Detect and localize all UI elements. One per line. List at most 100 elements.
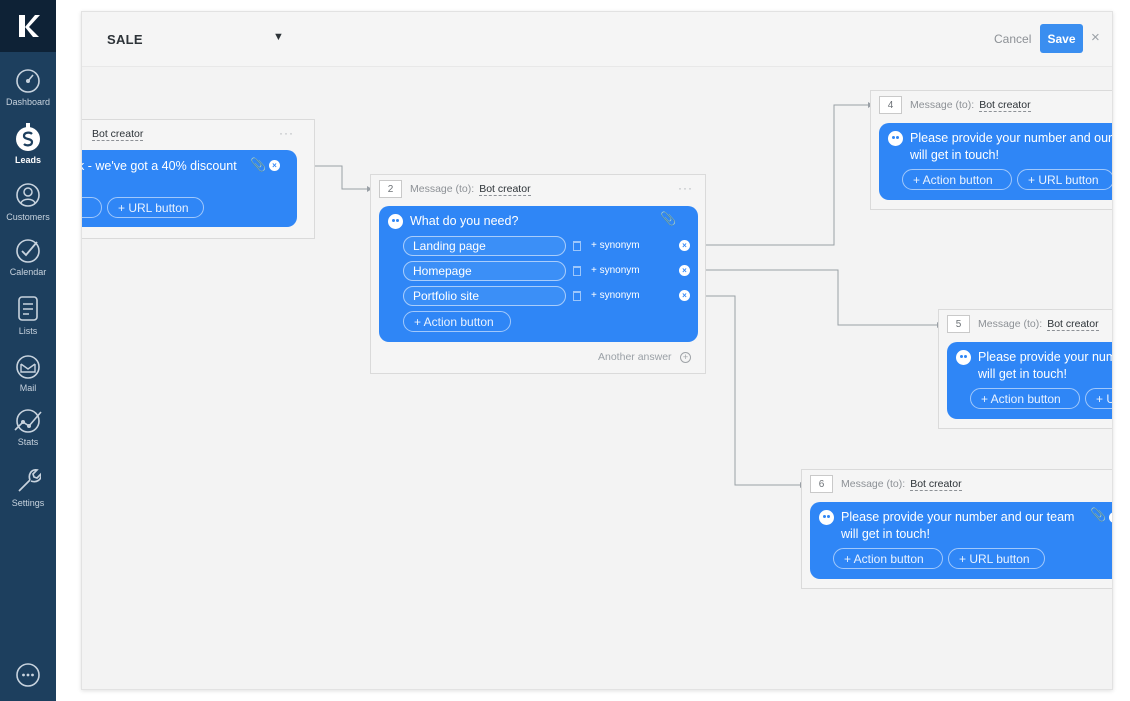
attachment-icon[interactable]: 📎 <box>1090 507 1107 522</box>
attachment-icon[interactable]: 📎 <box>660 211 677 226</box>
chat-button[interactable] <box>14 661 42 689</box>
sidebar-item-stats[interactable]: Stats <box>0 404 56 460</box>
bot-avatar-icon <box>956 350 971 365</box>
message-bubble[interactable]: Please provide your numb will get in tou… <box>947 342 1113 419</box>
message-bubble[interactable]: Please provide your number and our te wi… <box>879 123 1113 200</box>
sidebar-item-calendar[interactable]: Calendar <box>0 234 56 290</box>
step-number: 2 <box>379 180 402 198</box>
editor-topbar: SALE ▼ Cancel Save × <box>82 12 1112 67</box>
sidebar-item-dashboard[interactable]: Dashboard <box>0 64 56 120</box>
settings-icon <box>18 469 41 492</box>
sidebar-item-leads[interactable]: Leads <box>0 118 56 174</box>
stats-icon <box>14 409 42 433</box>
remove-option-icon[interactable]: × <box>679 290 690 301</box>
card-header: 4 Message (to): Bot creator <box>879 91 1031 119</box>
message-card-4[interactable]: 4 Message (to): Bot creator Please provi… <box>870 90 1113 210</box>
bot-editor-panel: SALE ▼ Cancel Save × Bot crea <box>81 11 1113 690</box>
add-synonym-link[interactable]: + synonym <box>591 265 640 276</box>
action-button-pill[interactable]: + Action button <box>833 548 943 569</box>
recipient-link[interactable]: Bot creator <box>979 98 1031 112</box>
bot-avatar-icon <box>819 510 834 525</box>
message-text[interactable]: Please provide your numb <box>978 350 1113 364</box>
sidebar-item-customers[interactable]: Customers <box>0 177 56 233</box>
message-text-line2[interactable]: will get in touch! <box>910 148 999 162</box>
answer-option[interactable]: Landing page <box>403 236 566 256</box>
calendar-icon <box>16 239 40 263</box>
trash-icon[interactable] <box>573 266 581 276</box>
save-button[interactable]: Save <box>1040 24 1083 53</box>
more-options-icon[interactable]: ··· <box>678 181 693 195</box>
action-button-pill[interactable]: tton <box>82 197 102 218</box>
message-card-1[interactable]: Bot creator ··· k - we've got a 40% disc… <box>81 119 315 239</box>
add-answer-icon[interactable]: + <box>680 352 691 363</box>
action-button-pill[interactable]: + Action button <box>403 311 511 332</box>
message-bubble[interactable]: Please provide your number and our team … <box>810 502 1112 579</box>
recipient-link[interactable]: Bot creator <box>92 127 144 141</box>
connector-2-6 <box>690 295 800 486</box>
mail-icon <box>16 355 40 379</box>
recipient-link[interactable]: Bot creator <box>910 477 962 491</box>
flow-connectors <box>298 102 942 488</box>
close-icon[interactable]: × <box>1091 29 1100 46</box>
message-prefix: Message (to): <box>841 478 906 490</box>
pipeline-select[interactable]: SALE <box>107 32 143 47</box>
bot-avatar-icon <box>388 214 403 229</box>
action-button-pill[interactable]: + Action button <box>970 388 1080 409</box>
trash-icon[interactable] <box>573 241 581 251</box>
cancel-button[interactable]: Cancel <box>994 32 1032 46</box>
message-text[interactable]: k - we've got a 40% discount <box>81 159 237 173</box>
message-text-line2[interactable]: will get in touch! <box>841 527 930 541</box>
chevron-down-icon[interactable]: ▼ <box>273 31 284 43</box>
customers-icon <box>16 183 40 207</box>
more-options-icon[interactable]: ··· <box>279 126 294 140</box>
another-answer-link[interactable]: Another answer <box>598 351 672 363</box>
answer-option[interactable]: Homepage <box>403 261 566 281</box>
connector-1-2 <box>298 165 367 190</box>
sidebar-item-label: Lists <box>18 326 38 336</box>
message-bubble[interactable]: k - we've got a 40% discount 📎 × tton + … <box>81 150 297 227</box>
remove-option-icon[interactable]: × <box>679 265 690 276</box>
remove-icon[interactable]: × <box>269 160 280 171</box>
add-synonym-link[interactable]: + synonym <box>591 240 640 251</box>
message-card-2[interactable]: 2 Message (to): Bot creator ··· What do … <box>370 174 706 374</box>
message-text[interactable]: Please provide your number and our te <box>910 131 1113 145</box>
recipient-link[interactable]: Bot creator <box>479 182 531 196</box>
step-number: 6 <box>810 475 833 493</box>
message-prefix: Message (to): <box>410 183 475 195</box>
url-button-pill[interactable]: + URL button <box>107 197 204 218</box>
arrowhead <box>367 186 372 192</box>
url-button-pill[interactable]: + URL button <box>1017 169 1112 190</box>
action-button-pill[interactable]: + Action button <box>902 169 1012 190</box>
url-button-pill[interactable]: + URL button <box>948 548 1045 569</box>
lists-icon <box>18 296 38 321</box>
sidebar: Dashboard Leads Customers Calendar Lists… <box>0 0 56 701</box>
connector-2-4 <box>690 104 868 246</box>
sidebar-item-settings[interactable]: Settings <box>0 461 56 517</box>
sidebar-item-mail[interactable]: Mail <box>0 350 56 406</box>
message-text-line2[interactable]: will get in touch! <box>978 367 1067 381</box>
bot-avatar-icon <box>888 131 903 146</box>
remove-icon[interactable]: × <box>1109 512 1112 523</box>
message-text[interactable]: What do you need? <box>410 214 519 228</box>
sidebar-item-label: Calendar <box>9 267 47 277</box>
chat-icon <box>16 663 40 687</box>
app-logo[interactable] <box>0 0 56 52</box>
message-prefix: Message (to): <box>978 318 1043 330</box>
message-bubble[interactable]: What do you need? 📎 Landing page + synon… <box>379 206 698 342</box>
card-header: Bot creator <box>87 120 144 148</box>
trash-icon[interactable] <box>573 291 581 301</box>
message-card-6[interactable]: 6 Message (to): Bot creator Please provi… <box>801 469 1112 589</box>
sidebar-item-lists[interactable]: Lists <box>0 291 56 347</box>
sidebar-item-label: Mail <box>19 383 37 393</box>
message-card-5[interactable]: 5 Message (to): Bot creator Please provi… <box>938 309 1113 429</box>
sidebar-item-label: Stats <box>17 437 39 447</box>
answer-option[interactable]: Portfolio site <box>403 286 566 306</box>
remove-option-icon[interactable]: × <box>679 240 690 251</box>
card-header: 6 Message (to): Bot creator <box>810 470 962 498</box>
recipient-link[interactable]: Bot creator <box>1047 317 1099 331</box>
attachment-icon[interactable]: 📎 <box>250 157 267 172</box>
message-text[interactable]: Please provide your number and our team <box>841 510 1075 524</box>
url-button-pill[interactable]: + U <box>1085 388 1112 409</box>
add-synonym-link[interactable]: + synonym <box>591 290 640 301</box>
